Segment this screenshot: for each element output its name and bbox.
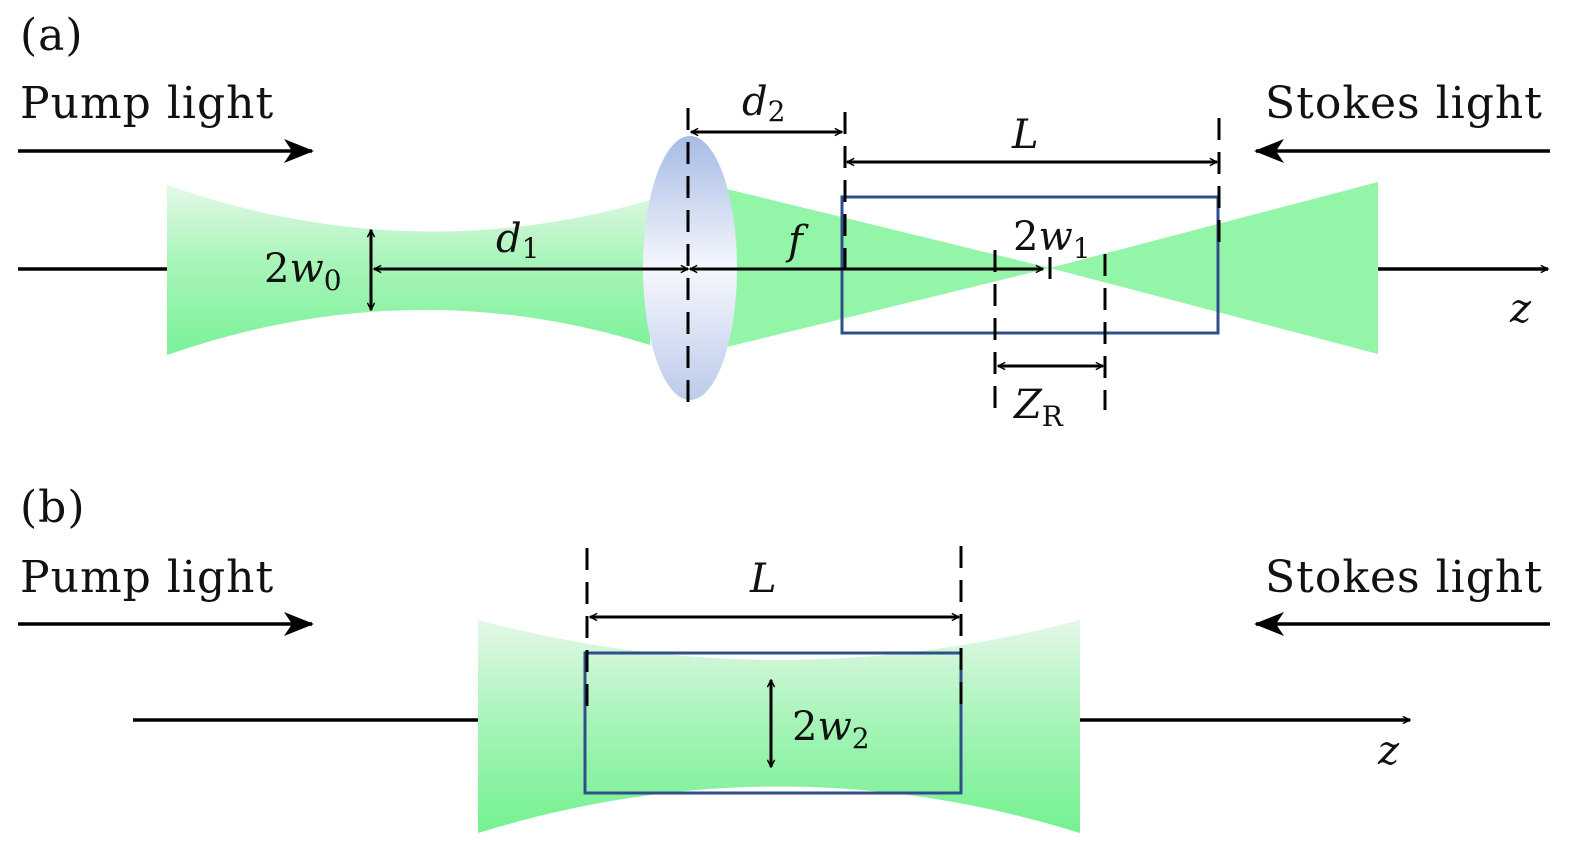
pump-light-label: Pump light (20, 78, 274, 129)
z-axis-label: z (1509, 286, 1532, 332)
raman-crystal-box-b (583, 651, 963, 795)
svg-text:2w2: 2w2 (792, 704, 870, 755)
svg-text:ZR: ZR (1012, 382, 1064, 433)
svg-text:d2: d2 (742, 79, 785, 128)
stokes-light-label-b: Stokes light (1265, 552, 1543, 603)
pump-light-label-b: Pump light (20, 552, 274, 603)
crystal-length-label-b: L (749, 556, 777, 602)
panel-a-label: (a) (20, 10, 84, 61)
stokes-light-label: Stokes light (1265, 78, 1543, 129)
waist0-label: 2w0 (264, 246, 342, 297)
crystal-length-label: L (1011, 112, 1039, 158)
waist2-label: 2w2 (792, 704, 870, 755)
panel-b-label: (b) (20, 482, 86, 533)
collimated-beam (478, 620, 1080, 833)
rayleigh-range-label: ZR (1012, 382, 1064, 433)
waist1-label: 2w1 (1013, 214, 1091, 265)
panel-b: (b) Pump light Stokes light z L 2w2 (18, 482, 1550, 833)
d1-label: d1 (496, 216, 539, 265)
svg-text:d1: d1 (496, 216, 539, 265)
diverging-beam (1050, 182, 1378, 354)
svg-text:2w1: 2w1 (1013, 214, 1091, 265)
panel-a: (a) Pump light Stokes light z 2w0 (18, 10, 1550, 433)
d2-label: d2 (742, 79, 785, 128)
z-axis-label-b: z (1377, 728, 1400, 774)
svg-text:2w0: 2w0 (264, 246, 342, 297)
